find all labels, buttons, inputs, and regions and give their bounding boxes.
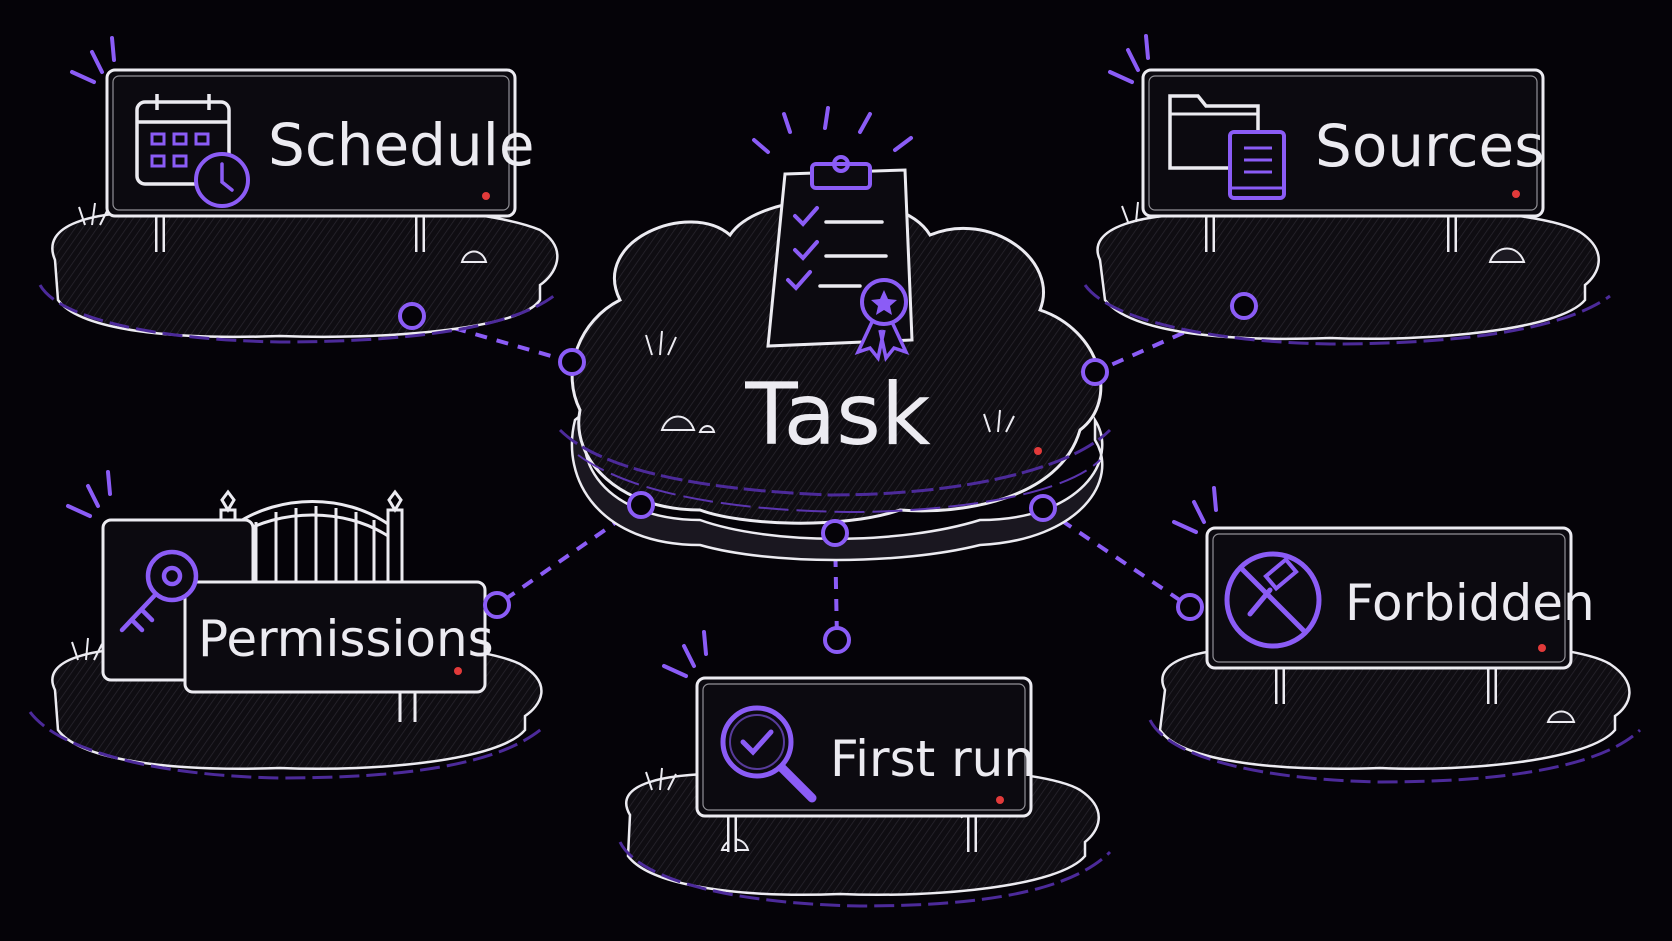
node-first-run: First run: [618, 630, 1112, 908]
red-marker-dot: [1512, 190, 1520, 198]
node-permissions: Permissions: [28, 470, 546, 780]
endpoint-forbidden-outer: [1176, 593, 1204, 621]
clipboard-checklist-award-icon: [752, 106, 914, 362]
node-label: Sources: [1315, 112, 1544, 180]
red-marker-dot: [1034, 447, 1042, 455]
magnifier-check-icon: [720, 705, 817, 803]
red-marker-dot: [1538, 644, 1546, 652]
node-forbidden: Forbidden: [1148, 486, 1642, 784]
endpoint-sources-center: [1081, 358, 1109, 386]
endpoint-first-run-outer: [823, 626, 851, 654]
connector-first-run: [833, 532, 839, 641]
endpoint-permissions-center: [627, 491, 655, 519]
node-label: Forbidden: [1345, 574, 1595, 632]
endpoint-permissions-outer: [483, 591, 511, 619]
folder-book-icon: [1168, 94, 1286, 200]
endpoint-sources-outer: [1230, 292, 1258, 320]
endpoint-schedule-outer: [398, 302, 426, 330]
calendar-clock-icon: [135, 94, 250, 208]
center-label: Task: [744, 365, 931, 465]
red-marker-dot: [482, 192, 490, 200]
center-island: Task: [558, 106, 1112, 562]
node-schedule: Schedule: [38, 36, 559, 344]
node-label: Schedule: [268, 111, 535, 179]
red-marker-dot: [454, 667, 462, 675]
connector-endpoints: [398, 292, 1258, 654]
node-label: Permissions: [198, 610, 494, 668]
endpoint-first-run-center: [821, 519, 849, 547]
endpoint-forbidden-center: [1029, 494, 1057, 522]
node-label: First run: [830, 730, 1035, 788]
connector-forbidden: [1041, 506, 1192, 609]
red-marker-dot: [996, 796, 1004, 804]
key-icon: [119, 549, 199, 633]
node-sources: Sources: [1083, 34, 1611, 346]
no-hammer-icon: [1224, 551, 1322, 649]
endpoint-schedule-center: [558, 348, 586, 376]
